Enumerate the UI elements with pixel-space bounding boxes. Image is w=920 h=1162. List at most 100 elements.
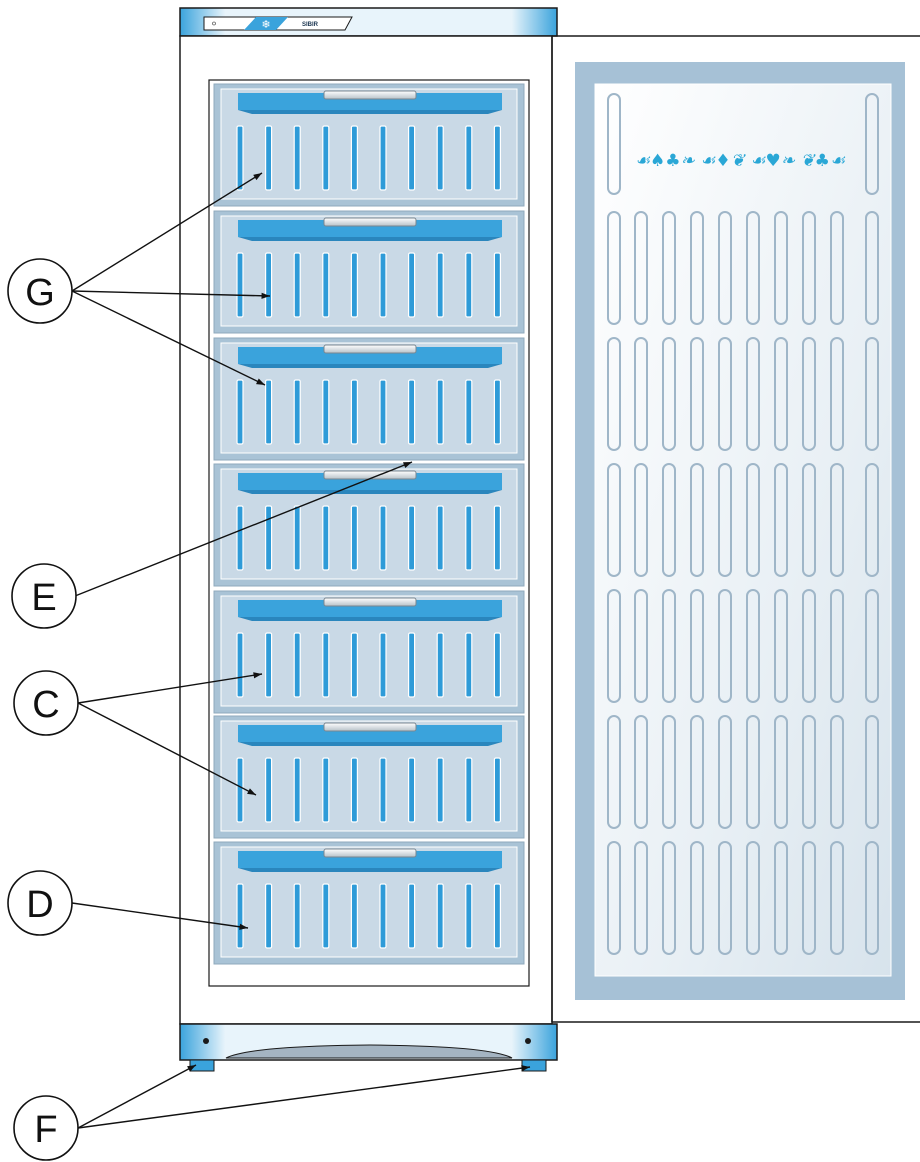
callout-e: E <box>11 563 77 629</box>
drawer-vent-slot <box>493 505 501 571</box>
door-slot <box>662 337 676 451</box>
drawer-vent-slot <box>322 252 330 318</box>
door-slot <box>607 841 621 955</box>
drawer-vent-slot <box>293 125 301 191</box>
drawer-lip <box>238 220 502 237</box>
drawer-vent-slot <box>350 379 358 445</box>
drawer-vent-slot <box>465 379 473 445</box>
drawer-lip-shadow <box>238 490 502 494</box>
door-slot <box>802 337 816 451</box>
drawer-handle <box>323 90 417 100</box>
door-slot <box>634 463 648 577</box>
drawer-vent-slot <box>436 252 444 318</box>
door-slot <box>607 463 621 577</box>
drawer-vent-slot <box>493 757 501 823</box>
door-slot <box>746 589 760 703</box>
drawer-vent-slot <box>236 379 244 445</box>
drawer-vent-slot <box>265 252 273 318</box>
drawer-vent-slot <box>350 125 358 191</box>
leader-arrowhead <box>261 292 270 299</box>
base-plinth <box>179 1023 558 1072</box>
door-slot <box>634 589 648 703</box>
door-slot <box>718 715 732 829</box>
drawer-handle <box>323 722 417 732</box>
leader-arrowhead <box>253 672 262 679</box>
door-slot <box>865 93 879 195</box>
power-led <box>212 21 216 26</box>
drawer <box>213 210 525 334</box>
door-slot <box>746 715 760 829</box>
drawer-vent-slot <box>493 883 501 949</box>
drawer <box>213 590 525 714</box>
leader-line <box>77 673 263 704</box>
leader-arrowhead <box>247 788 256 795</box>
door-slot <box>746 211 760 325</box>
drawer-lip <box>238 473 502 490</box>
drawer-vent-slot <box>293 757 301 823</box>
drawer-lip <box>238 600 502 617</box>
drawer-vent-slot <box>465 757 473 823</box>
door-slot <box>802 211 816 325</box>
callout-label: C <box>32 684 59 726</box>
drawer-vent-slot <box>436 757 444 823</box>
drawer-vent-slot <box>293 505 301 571</box>
drawer-vent-slot <box>322 125 330 191</box>
door-slot <box>690 715 704 829</box>
drawer-vent-slot <box>493 125 501 191</box>
drawer-vent-slot <box>236 252 244 318</box>
door-slot <box>718 841 732 955</box>
drawer-vent-slot <box>379 757 387 823</box>
drawer-vent-slot <box>236 125 244 191</box>
door-slot <box>865 211 879 325</box>
callout-label: G <box>25 272 55 314</box>
drawer-lip-shadow <box>238 110 502 114</box>
door-slot <box>746 463 760 577</box>
door-slot <box>607 337 621 451</box>
drawer-vent-slot <box>408 125 416 191</box>
callout-c: C <box>13 670 79 736</box>
drawer-vent-slot <box>322 379 330 445</box>
door-slot <box>774 211 788 325</box>
drawer-vent-slot <box>465 125 473 191</box>
door-slot <box>662 841 676 955</box>
leader-line <box>71 902 249 929</box>
door-slot <box>830 463 844 577</box>
drawer-vent-slot <box>293 632 301 698</box>
callout-label: F <box>34 1109 57 1151</box>
door-slot <box>662 211 676 325</box>
base-screw-left <box>203 1038 209 1044</box>
door-slot <box>690 211 704 325</box>
door-slot <box>718 589 732 703</box>
leader-arrowhead <box>256 378 265 385</box>
drawer-handle <box>323 597 417 607</box>
drawer <box>213 841 525 965</box>
door-slot <box>634 715 648 829</box>
drawer-vent-slot <box>265 125 273 191</box>
door-inscription: ☙♠♣❧ ☙♦❦ ☙♥❧ ❦♣☙ <box>635 151 846 171</box>
brand-label: SIBIR <box>302 22 319 28</box>
door-slot <box>802 841 816 955</box>
drawer-vent-slot <box>322 883 330 949</box>
drawer-vent-slot <box>265 883 273 949</box>
callout-f: F <box>13 1095 79 1161</box>
leader-line <box>77 1066 531 1129</box>
door-vent-slots <box>607 93 879 955</box>
drawer-lip <box>238 347 502 364</box>
leader-line <box>77 1064 197 1129</box>
drawer-vent-slot <box>436 505 444 571</box>
open-door: ☙♠♣❧ ☙♦❦ ☙♥❧ ❦♣☙ <box>551 35 920 1023</box>
door-slot <box>774 337 788 451</box>
door-slot <box>774 589 788 703</box>
drawer-lip-shadow <box>238 237 502 241</box>
door-slot <box>634 211 648 325</box>
drawer-vent-slot <box>408 505 416 571</box>
drawer-vent-slot <box>379 379 387 445</box>
door-slot <box>607 715 621 829</box>
drawer-vent-slot <box>436 125 444 191</box>
leader-arrowhead <box>187 1065 196 1072</box>
drawer-vent-slot <box>236 757 244 823</box>
indicator-icon: ❄ <box>261 18 270 31</box>
drawer <box>213 715 525 839</box>
drawer-vent-slot <box>293 883 301 949</box>
